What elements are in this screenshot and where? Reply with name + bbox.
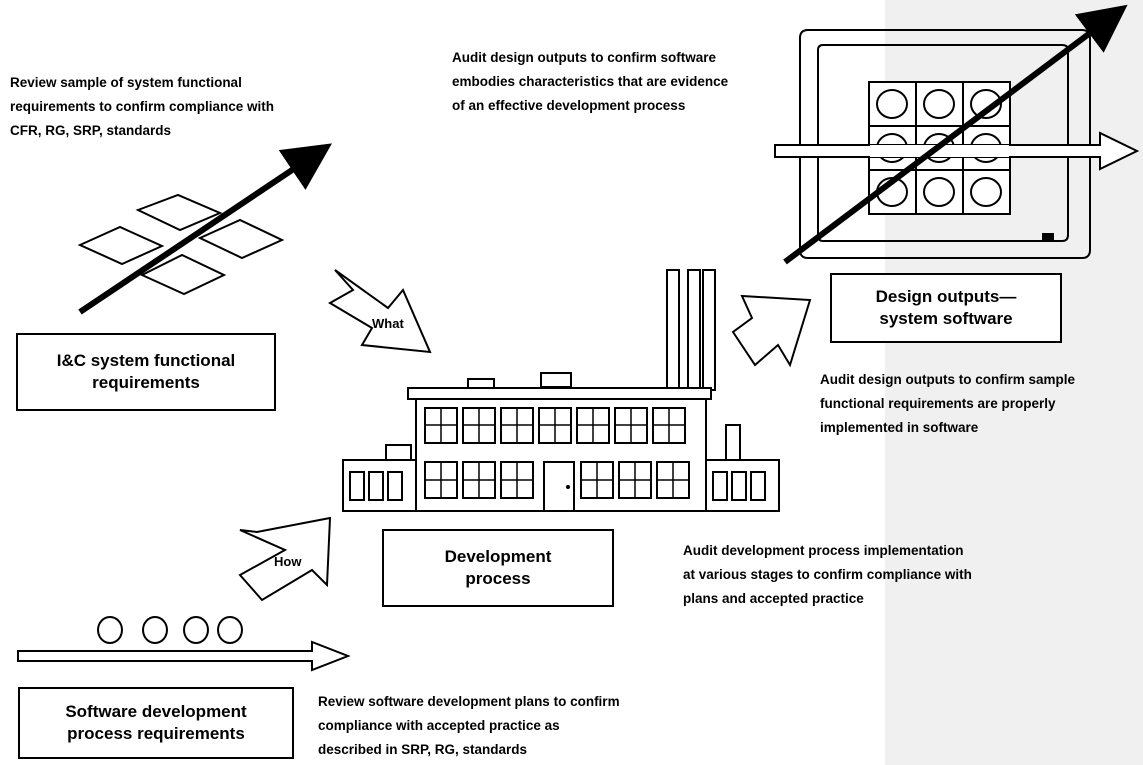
box-development-process: Development process xyxy=(382,529,614,607)
monitor-diagonal-arrow xyxy=(783,4,1128,265)
note-audit-process: Audit development process implementation… xyxy=(683,543,972,606)
monitor-icon xyxy=(799,29,1091,259)
how-arrow-label: How xyxy=(274,554,302,569)
outgoing-arrow-icon xyxy=(731,294,812,368)
process-stages-icon xyxy=(97,616,243,644)
box-design-outputs: Design outputs— system software xyxy=(830,273,1062,343)
requirements-documents-icon xyxy=(77,193,285,296)
note-audit-design-characteristics: Audit design outputs to confirm software… xyxy=(452,50,729,113)
factory-window-panes xyxy=(425,408,689,498)
note-review-plans: Review software development plans to con… xyxy=(318,694,620,757)
how-arrow-icon xyxy=(238,516,332,602)
note-functional-review: Review sample of system functional requi… xyxy=(10,75,275,138)
what-arrow-icon xyxy=(328,269,432,354)
note-audit-design-sample: Audit design outputs to confirm sample f… xyxy=(820,372,1076,435)
what-arrow-label: What xyxy=(372,316,404,331)
box-functional-requirements: I&C system functional requirements xyxy=(16,333,276,411)
requirements-diagonal-arrow xyxy=(78,143,332,315)
box-process-requirements: Software development process requirement… xyxy=(18,687,294,759)
process-horizontal-arrow xyxy=(17,640,351,672)
